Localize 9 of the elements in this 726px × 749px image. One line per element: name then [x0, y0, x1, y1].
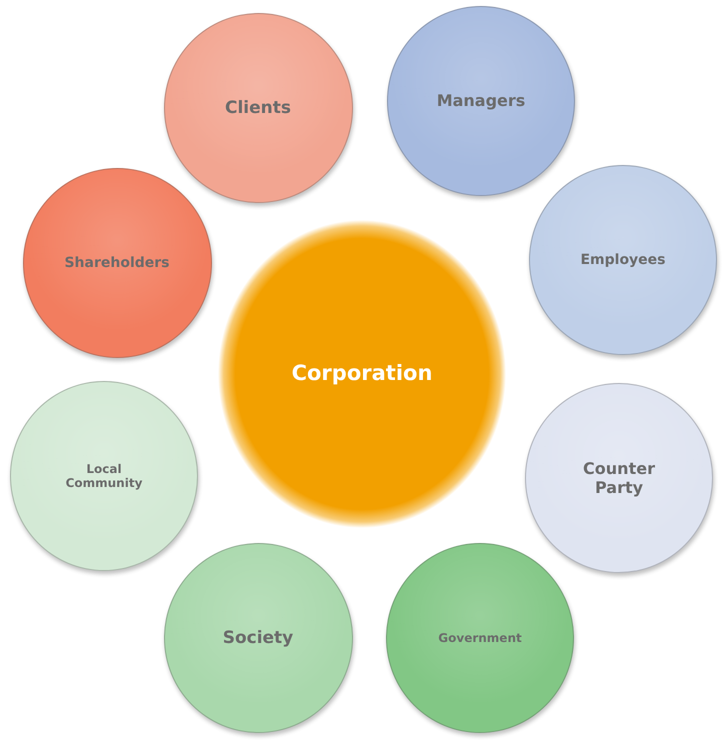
circle-label: Government	[438, 630, 522, 646]
circle-label: Local Community	[64, 462, 144, 490]
circle-label: Corporation	[292, 361, 432, 387]
circle-label: Managers	[436, 91, 526, 111]
circle-label: Clients	[224, 98, 291, 118]
circle-label: Society	[222, 628, 294, 648]
circle-label: Counter Party	[582, 458, 656, 498]
circle-label: Shareholders	[64, 254, 170, 272]
circle-label: Employees	[580, 252, 666, 268]
